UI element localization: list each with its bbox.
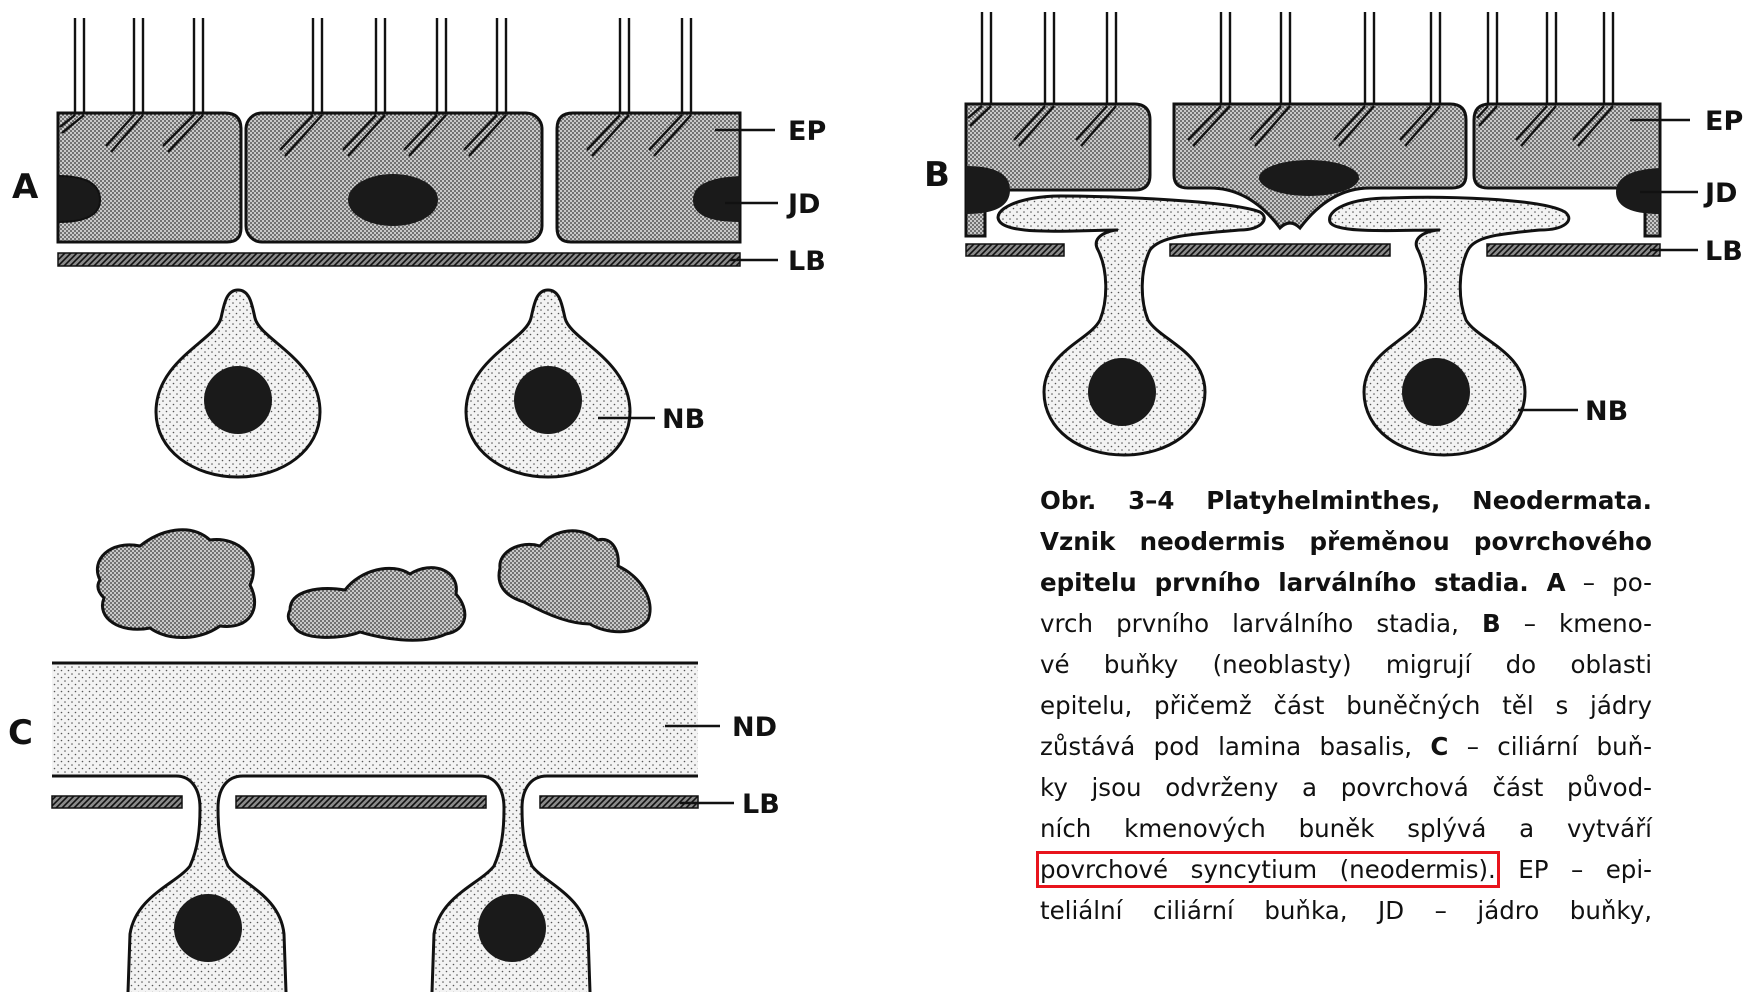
caption-text: – ciliární buň- bbox=[1448, 732, 1652, 761]
caption-line-3: epitelu prvního larválního stadia. A – p… bbox=[1040, 562, 1652, 603]
panel-c-lamina-basalis-2 bbox=[236, 796, 486, 808]
panel-c-letter: C bbox=[8, 713, 33, 753]
caption-line-10: povrchové syncytium (neodermis). EP – ep… bbox=[1040, 849, 1652, 890]
caption-line-7: zůstává pod lamina basalis, C – ciliární… bbox=[1040, 726, 1652, 767]
caption-panel-ref: B bbox=[1482, 609, 1501, 638]
figure-caption: Obr. 3–4 Platyhelminthes, Neodermata. Vz… bbox=[1040, 480, 1652, 931]
caption-line-4: vrch prvního larválního stadia, B – kmen… bbox=[1040, 603, 1652, 644]
panel-c-nucleus-1 bbox=[174, 894, 242, 962]
panel-b-neoblast-1-nucleus bbox=[1088, 358, 1156, 426]
caption-text: – kmeno- bbox=[1501, 609, 1652, 638]
highlighted-term-box: povrchové syncytium (neodermis). bbox=[1040, 855, 1496, 884]
panel-a-epithelial-cell-1 bbox=[58, 113, 241, 242]
panel-b-label-jd: JD bbox=[1703, 178, 1737, 209]
caption-line-1: Obr. 3–4 Platyhelminthes, Neodermata. bbox=[1040, 480, 1652, 521]
caption-subtitle: Vznik neodermis přeměnou povrchového bbox=[1040, 527, 1652, 556]
panel-c-nucleus-2 bbox=[478, 894, 546, 962]
caption-title: Obr. 3–4 Platyhelminthes, Neodermata. bbox=[1040, 486, 1652, 515]
panel-b: B bbox=[924, 12, 1743, 455]
panel-c-label-lb: LB bbox=[742, 789, 780, 820]
panel-a-neoblast-1-nucleus bbox=[204, 366, 272, 434]
panel-a-label-ep: EP bbox=[788, 116, 826, 147]
panel-b-cilia bbox=[982, 12, 1613, 106]
caption-text: EP – epi- bbox=[1496, 855, 1652, 884]
panel-b-lamina-basalis-1 bbox=[966, 244, 1064, 256]
panel-a-label-jd: JD bbox=[786, 189, 820, 220]
caption-line-6: epitelu, přičemž část buněčných těl s já… bbox=[1040, 685, 1652, 726]
panel-b-lamina-basalis-2 bbox=[1170, 244, 1390, 256]
panel-a-letter: A bbox=[12, 167, 39, 207]
panel-c-sloughed-cell-3 bbox=[499, 531, 650, 632]
panel-a-neoblast-2-nucleus bbox=[514, 366, 582, 434]
panel-b-label-ep: EP bbox=[1705, 106, 1743, 137]
caption-line-8: ky jsou odvrženy a povrchová část původ- bbox=[1040, 767, 1652, 808]
panel-a-nucleus-2 bbox=[348, 174, 438, 226]
caption-panel-ref: C bbox=[1430, 732, 1448, 761]
panel-a-cilia bbox=[75, 18, 691, 115]
caption-bold-text: epitelu prvního larválního stadia. A bbox=[1040, 568, 1566, 597]
caption-text: – po- bbox=[1566, 568, 1652, 597]
panel-b-letter: B bbox=[924, 155, 950, 195]
panel-a: A bbox=[12, 18, 826, 477]
panel-b-nucleus-2 bbox=[1259, 160, 1359, 196]
panel-c-lamina-basalis-1 bbox=[52, 796, 182, 808]
caption-line-9: ních kmenových buněk splývá a vytváří bbox=[1040, 808, 1652, 849]
panel-a-lamina-basalis bbox=[58, 253, 740, 266]
caption-text: zůstává pod lamina basalis, bbox=[1040, 732, 1430, 761]
panel-a-epithelial-cell-3 bbox=[557, 113, 740, 242]
panel-b-label-nb: NB bbox=[1585, 396, 1628, 427]
caption-line-5: vé buňky (neoblasty) migrují do oblasti bbox=[1040, 644, 1652, 685]
caption-line-2: Vznik neodermis přeměnou povrchového bbox=[1040, 521, 1652, 562]
caption-text: vrch prvního larválního stadia, bbox=[1040, 609, 1482, 638]
panel-b-neoblast-2-nucleus bbox=[1402, 358, 1470, 426]
panel-c-lamina-basalis-3 bbox=[540, 796, 698, 808]
panel-a-label-nb: NB bbox=[662, 404, 705, 435]
panel-b-label-lb: LB bbox=[1705, 236, 1743, 267]
panel-c: C ND LB bbox=[8, 530, 780, 992]
panel-b-lamina-basalis-3 bbox=[1487, 244, 1660, 256]
panel-c-sloughed-cell-2 bbox=[288, 568, 465, 641]
panel-c-sloughed-cell-1 bbox=[97, 530, 254, 638]
panel-c-neodermis-syncytium bbox=[52, 663, 698, 992]
caption-line-11: teliální ciliární buňka, JD – jádro buňk… bbox=[1040, 890, 1652, 931]
panel-c-label-nd: ND bbox=[732, 712, 777, 743]
panel-a-label-lb: LB bbox=[788, 246, 826, 277]
